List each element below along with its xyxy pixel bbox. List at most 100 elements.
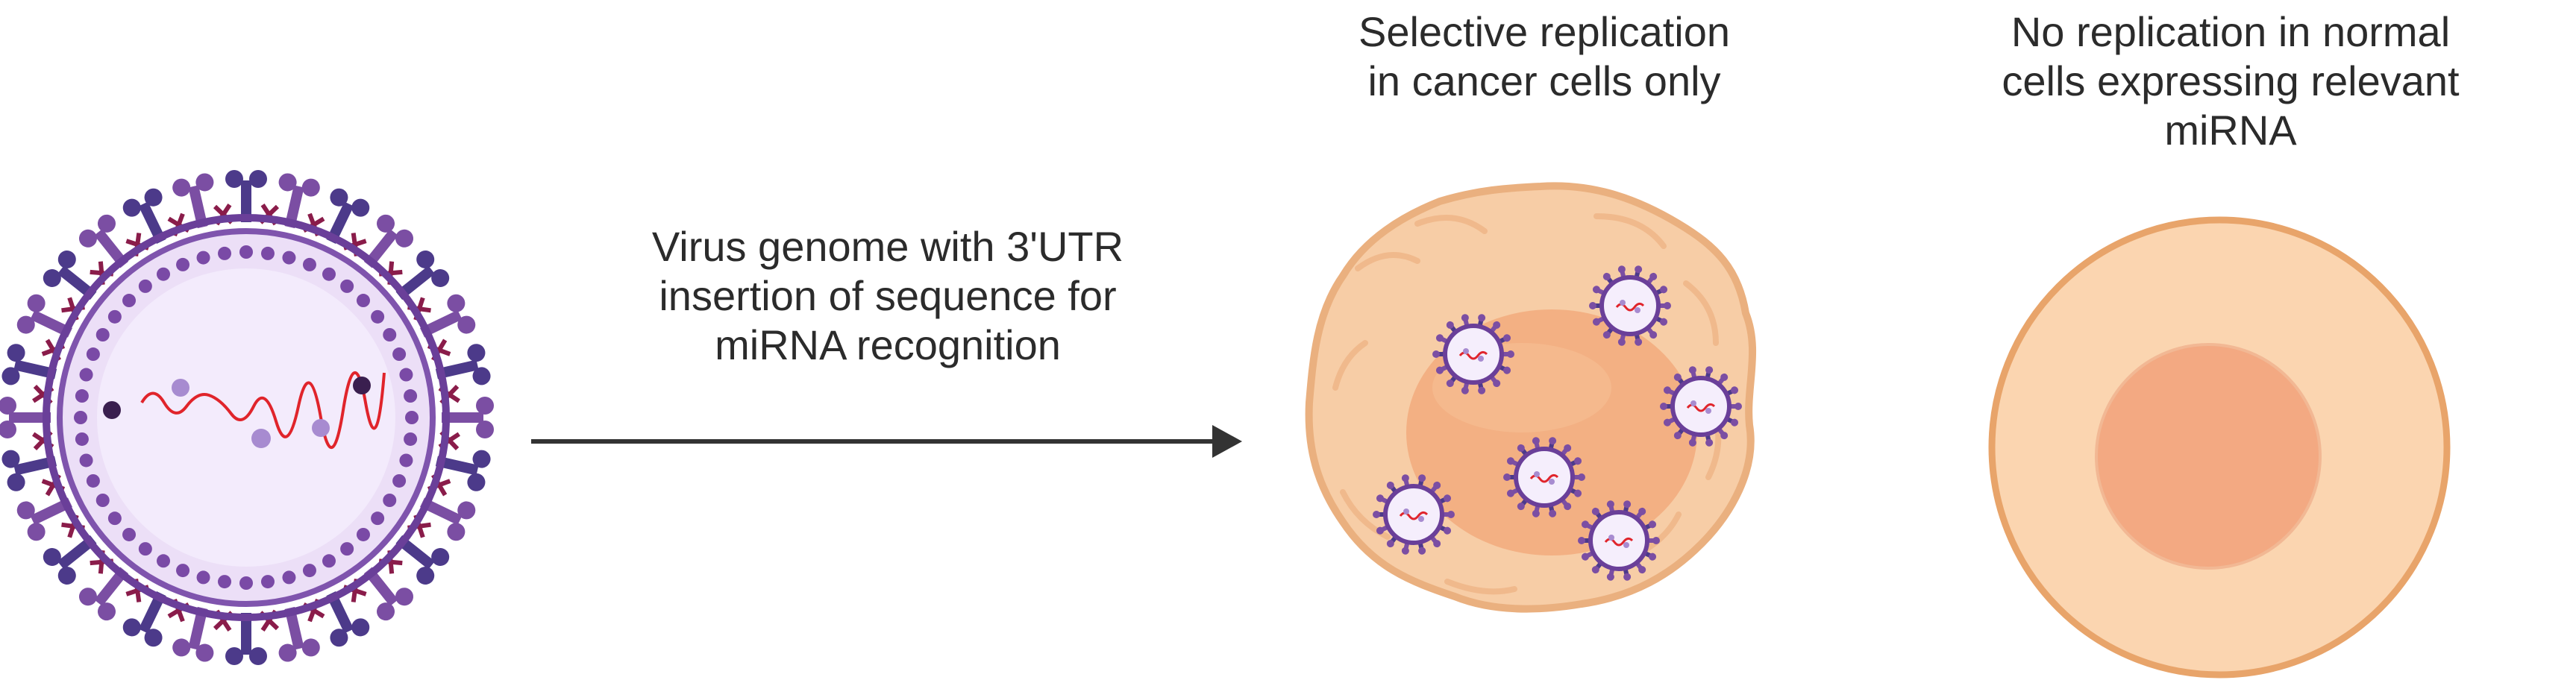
virus-spike: [16, 497, 72, 541]
genome-marker: [251, 429, 271, 448]
normal-cell-caption: No replication in normal cells expressin…: [1910, 7, 2551, 155]
normal-caption-line-2: cells expressing relevant: [2002, 57, 2460, 104]
virus-spike: [122, 188, 166, 244]
virus-spike: [1, 344, 57, 385]
capsid-dot: [405, 411, 419, 424]
capsid-dot: [340, 542, 354, 556]
capsid-dot: [404, 389, 418, 403]
capsid-dot: [176, 564, 190, 578]
cancer-cell-icon: [1305, 182, 1757, 613]
capsid-dot: [260, 246, 275, 260]
capsid-dot: [196, 251, 210, 265]
capsid-dot: [371, 309, 385, 324]
capsid-dot: [371, 511, 385, 526]
cancer-cell-caption: Selective replication in cancer cells on…: [1238, 7, 1850, 106]
virus-capsid-dots: [74, 245, 419, 590]
virus-spike: [435, 450, 491, 491]
capsid-dot: [86, 473, 100, 488]
capsid-dot: [239, 245, 253, 259]
process-arrow: [531, 425, 1242, 458]
virus-genome-strand: [140, 371, 386, 449]
capsid-dot: [122, 294, 137, 308]
capsid-dot: [75, 432, 89, 446]
virus-spike: [172, 173, 214, 229]
virion-icon: [1503, 437, 1585, 517]
capsid-dot: [404, 432, 418, 446]
capsid-dot: [392, 473, 407, 488]
genome-marker: [172, 379, 189, 397]
capsid-dot: [86, 347, 100, 362]
virus-spike: [363, 214, 414, 268]
capsid-dot: [138, 542, 152, 556]
capsid-dot: [282, 251, 296, 265]
normal-cell-icon: [1988, 216, 2451, 679]
virus-spike: [278, 606, 320, 662]
genome-marker: [312, 419, 330, 437]
virus-spike: [172, 606, 214, 662]
capsid-dot: [176, 257, 190, 271]
capsid-dot: [107, 511, 122, 526]
virus-spike: [278, 173, 320, 229]
capsid-dot: [340, 279, 354, 293]
capsid-dot: [79, 368, 93, 382]
virus-spike: [442, 397, 494, 438]
virus-spike: [0, 397, 51, 438]
arrow-caption-line-2: insertion of sequence for: [659, 272, 1117, 319]
capsid-dot: [383, 328, 397, 341]
capsid-dot: [322, 554, 336, 568]
virus-spike: [420, 497, 476, 541]
capsid-dot: [218, 246, 232, 260]
capsid-dot: [79, 453, 93, 468]
genome-end-marker: [103, 401, 121, 419]
replicating-virions: [1373, 265, 1742, 581]
capsid-dot: [383, 494, 397, 507]
capsid-dot: [74, 411, 87, 424]
capsid-dot: [157, 554, 170, 568]
virion-icon: [1432, 314, 1514, 394]
capsid-dot: [356, 527, 370, 541]
virion-icon: [1660, 366, 1742, 447]
arrow-caption-line-1: Virus genome with 3'UTR: [651, 223, 1124, 270]
virus-spike: [122, 591, 166, 647]
genome-end-marker: [353, 377, 371, 394]
capsid-dot: [157, 267, 170, 281]
virus-spike: [225, 170, 267, 222]
virus-envelope-outer: [43, 214, 450, 621]
capsid-dot: [260, 575, 275, 589]
capsid-dot: [399, 368, 413, 382]
virion-icon: [1589, 265, 1671, 346]
normal-caption-line-1: No replication in normal: [2011, 8, 2451, 55]
virus-spike: [225, 613, 267, 665]
arrow-caption: Virus genome with 3'UTR insertion of seq…: [522, 222, 1253, 370]
virion-icon: [1578, 500, 1660, 581]
capsid-dot: [218, 575, 232, 589]
virus-spike: [326, 188, 370, 244]
capsid-dot: [282, 570, 296, 585]
arrow-caption-line-3: miRNA recognition: [715, 321, 1061, 368]
capsid-dot: [356, 294, 370, 308]
capsid-dot: [302, 564, 316, 578]
capsid-dot: [392, 347, 407, 362]
capsid-dot: [196, 570, 210, 585]
capsid-dot: [107, 309, 122, 324]
capsid-dot: [75, 389, 89, 403]
normal-cell-nucleus: [2095, 343, 2322, 570]
cancer-caption-line-2: in cancer cells only: [1367, 57, 1721, 104]
capsid-dot: [302, 257, 316, 271]
capsid-dot: [322, 267, 336, 281]
virus-spike: [16, 294, 72, 338]
capsid-dot: [138, 279, 152, 293]
capsid-dot: [95, 328, 110, 341]
capsid-dot: [399, 453, 413, 468]
normal-caption-line-3: miRNA: [2164, 107, 2297, 154]
virion-icon: [1373, 474, 1455, 555]
virus-spikes: [0, 170, 494, 665]
cancer-caption-line-1: Selective replication: [1358, 8, 1731, 55]
virus-spike: [326, 591, 370, 647]
capsid-dot: [239, 576, 253, 590]
virus-particle-icon: [0, 170, 494, 665]
virus-spike: [420, 294, 476, 338]
virus-spike: [1, 450, 57, 491]
capsid-dot: [95, 494, 110, 507]
